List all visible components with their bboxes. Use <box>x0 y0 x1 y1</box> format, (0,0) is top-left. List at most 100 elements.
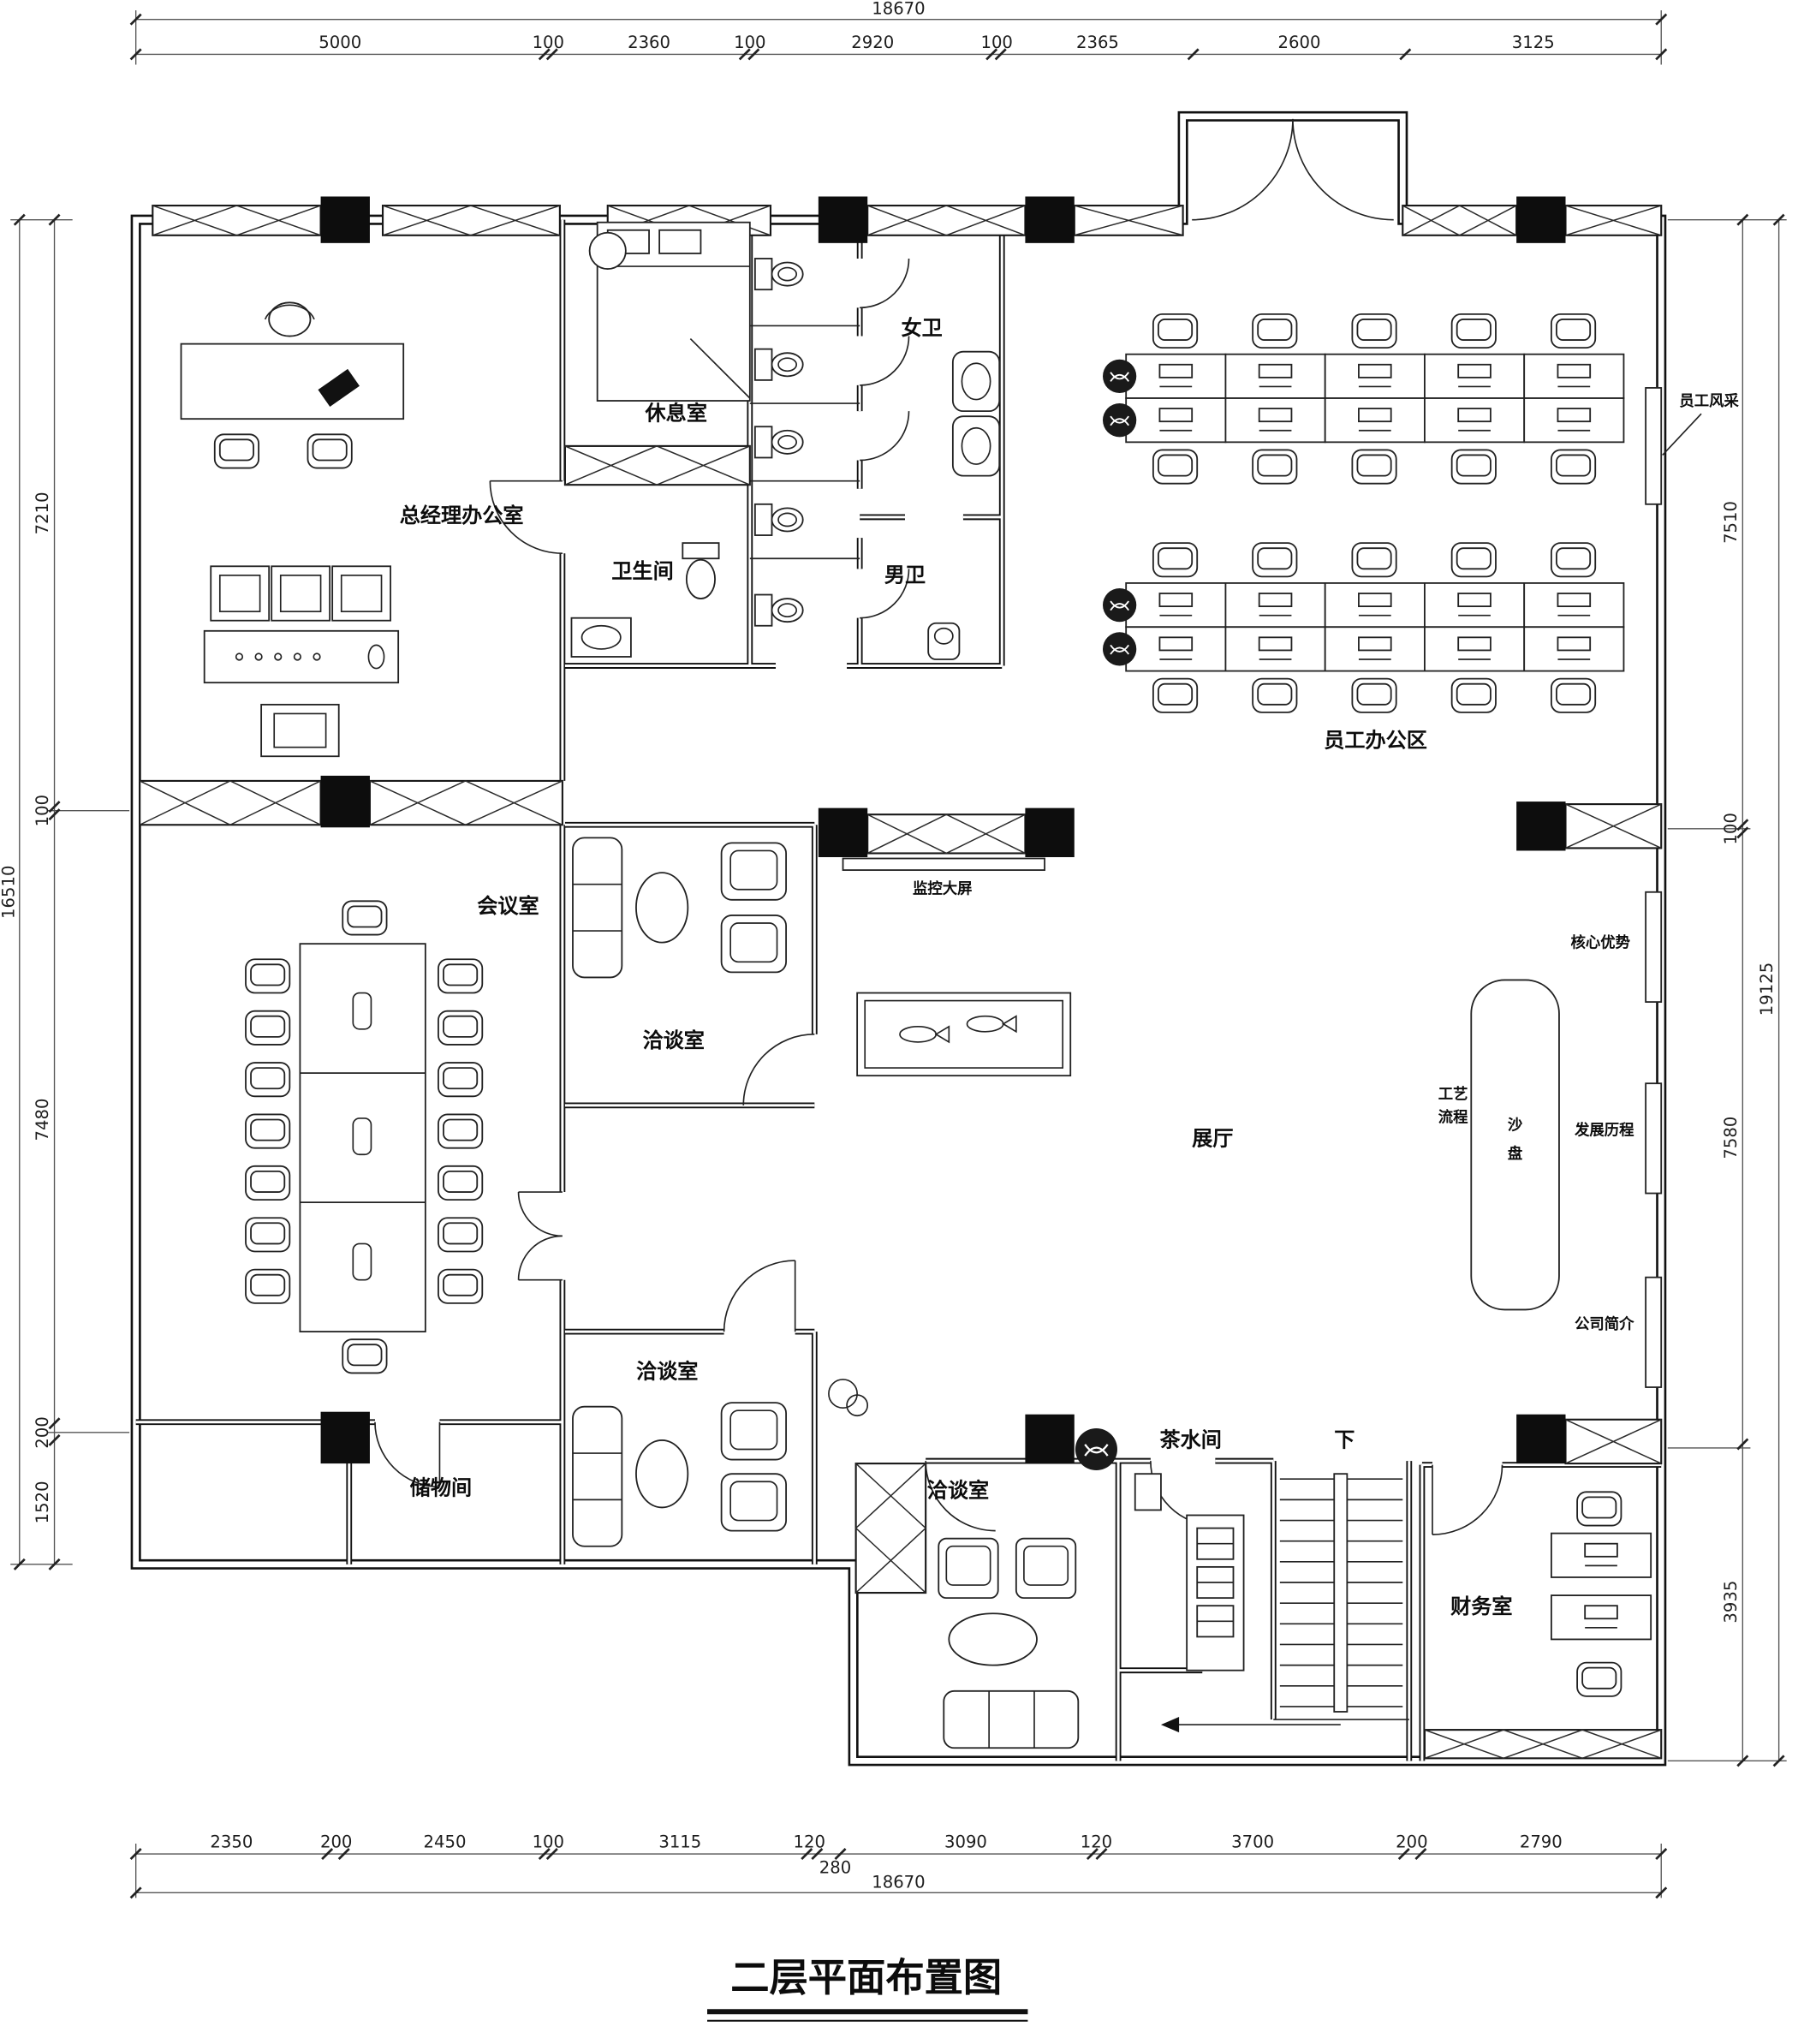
sofa <box>943 1689 1080 1749</box>
sink <box>951 350 1001 413</box>
dim-top-seg8: 3125 <box>1512 33 1555 52</box>
furniture-toilets <box>570 258 1001 660</box>
room-label-staff-area: 员工办公区 <box>1324 729 1427 753</box>
water-dispenser <box>1134 1473 1162 1511</box>
dim-top-seg7: 2600 <box>1278 33 1321 52</box>
elevator-shaft <box>854 1463 927 1594</box>
dim-left-seg3: 200 <box>33 1416 52 1448</box>
exhibition-features <box>842 387 1702 1388</box>
office-chair <box>268 301 312 337</box>
dim-bot-seg10: 200 <box>1396 1832 1427 1852</box>
dim-left-seg2: 7480 <box>33 1099 52 1141</box>
dim-left-seg4: 1520 <box>33 1481 52 1523</box>
room-label-stairs-down: 下 <box>1334 1427 1355 1451</box>
sand-table <box>1470 979 1560 1311</box>
furniture-finance <box>1550 1491 1652 1697</box>
dim-left-seg1: 100 <box>33 795 52 826</box>
feature-label-staff-wall: 员工风采 <box>1679 393 1739 410</box>
feature-label-core: 核心优势 <box>1571 934 1631 952</box>
wall-display-history <box>1645 1082 1663 1195</box>
dim-bot-seg11: 2790 <box>1520 1832 1563 1852</box>
room-label-negotiation-c: 洽谈室 <box>927 1478 989 1502</box>
room-label-storage: 储物间 <box>410 1475 472 1499</box>
dim-bot-seg3: 100 <box>533 1832 564 1852</box>
dim-right-ticks <box>1736 213 1749 1767</box>
furniture-negotiation-c <box>828 1379 1080 1749</box>
furniture-negotiation-b <box>572 1402 788 1547</box>
furniture-rest-room <box>588 221 751 402</box>
dim-bottom-total: 18670 <box>872 1872 925 1892</box>
dim-bot-seg7: 3090 <box>944 1832 987 1852</box>
room-label-negotiation-b: 洽谈室 <box>636 1359 698 1383</box>
feature-label-history: 发展历程 <box>1574 1122 1634 1140</box>
dim-top-seg0: 5000 <box>319 33 361 52</box>
room-label-meeting: 会议室 <box>477 894 539 918</box>
interior-walls <box>135 219 1662 1761</box>
dim-top-seg3: 100 <box>734 33 765 52</box>
feature-label-process-1: 工艺 <box>1438 1085 1468 1103</box>
dim-bot-seg4: 3115 <box>658 1832 701 1852</box>
furniture-tea-room <box>1074 1427 1245 1672</box>
room-labels: 总经理办公室 休息室 卫生间 女卫 男卫 员工办公区 会议室 洽谈室 监控大屏 … <box>400 316 1740 1618</box>
feature-label-sand-2: 盘 <box>1508 1145 1522 1163</box>
dim-top-ticks <box>129 48 1668 61</box>
conference-table <box>299 943 426 1333</box>
dimensions-left: 16510 7210 100 7480 200 1520 <box>0 213 130 1570</box>
sink <box>951 415 1001 477</box>
doors <box>374 118 1503 1535</box>
dim-bot-seg2: 2450 <box>424 1832 467 1852</box>
dim-left-total: 16510 <box>0 866 19 919</box>
dim-right-seg3: 3935 <box>1721 1581 1741 1624</box>
dim-bot-seg8: 120 <box>1081 1832 1112 1852</box>
room-label-rest-room: 休息室 <box>645 402 707 426</box>
dim-top-seg5: 100 <box>980 33 1012 52</box>
wall-display-core <box>1645 891 1663 1004</box>
room-label-female-wc: 女卫 <box>901 316 942 340</box>
furniture-negotiation-a <box>572 837 788 979</box>
dim-bot-seg5: 120 <box>794 1832 825 1852</box>
dim-bot-seg1: 200 <box>320 1832 352 1852</box>
dim-right-seg0: 7510 <box>1721 501 1741 544</box>
fish-pond <box>856 992 1072 1077</box>
furniture-staff-area <box>1102 313 1625 713</box>
dim-bot-seg0: 2350 <box>210 1832 253 1852</box>
structural-columns <box>320 196 1566 1464</box>
plan-title: 二层平面布置图 <box>707 1954 1028 2022</box>
dim-right-total: 19125 <box>1757 962 1777 1016</box>
furniture-gm-office <box>180 301 405 758</box>
furniture-meeting-room <box>245 900 484 1374</box>
room-label-hall: 展厅 <box>1192 1127 1233 1151</box>
dim-top-seg2: 2360 <box>628 33 670 52</box>
dimensions-bottom: 2350 200 2450 100 3115 120 280 3090 120 … <box>129 1832 1668 1899</box>
room-label-bathroom: 卫生间 <box>611 559 673 583</box>
dim-bot-seg9: 3700 <box>1231 1832 1274 1852</box>
dim-top-total: 18670 <box>872 0 925 19</box>
sofa <box>572 1405 623 1547</box>
plan-title-text: 二层平面布置图 <box>730 1954 1002 2000</box>
wall-display-intro <box>1645 1276 1663 1388</box>
room-label-monitor-wall: 监控大屏 <box>913 879 972 897</box>
dim-bottom-ticks <box>129 1848 1668 1861</box>
dimensions-right: 7510 100 7580 3935 19125 <box>1667 213 1787 1767</box>
feature-label-sand-1: 沙 <box>1508 1117 1523 1135</box>
tv-cabinet <box>260 703 340 758</box>
hatched-wall-sections <box>139 205 1663 1760</box>
dim-bot-seg6: 280 <box>819 1858 851 1878</box>
laptop <box>318 368 360 407</box>
feature-label-process-2: 流程 <box>1438 1109 1468 1127</box>
room-label-tea: 茶水间 <box>1159 1427 1221 1451</box>
dim-left-seg0: 7210 <box>33 492 52 534</box>
room-label-finance: 财务室 <box>1450 1594 1512 1618</box>
dim-right-seg2: 7580 <box>1721 1117 1741 1159</box>
room-label-gm-office: 总经理办公室 <box>400 504 524 527</box>
room-label-negotiation-a: 洽谈室 <box>643 1028 705 1052</box>
monitor-screen <box>842 857 1045 872</box>
dim-top-seg4: 2920 <box>851 33 894 52</box>
dim-top-seg6: 2365 <box>1076 33 1119 52</box>
sink <box>570 617 632 658</box>
stair-rail <box>1333 1473 1349 1713</box>
leader-line-staff-wall <box>1662 413 1702 456</box>
dimensions-top: 18670 5000 100 2360 100 2920 100 2365 26… <box>129 0 1668 65</box>
